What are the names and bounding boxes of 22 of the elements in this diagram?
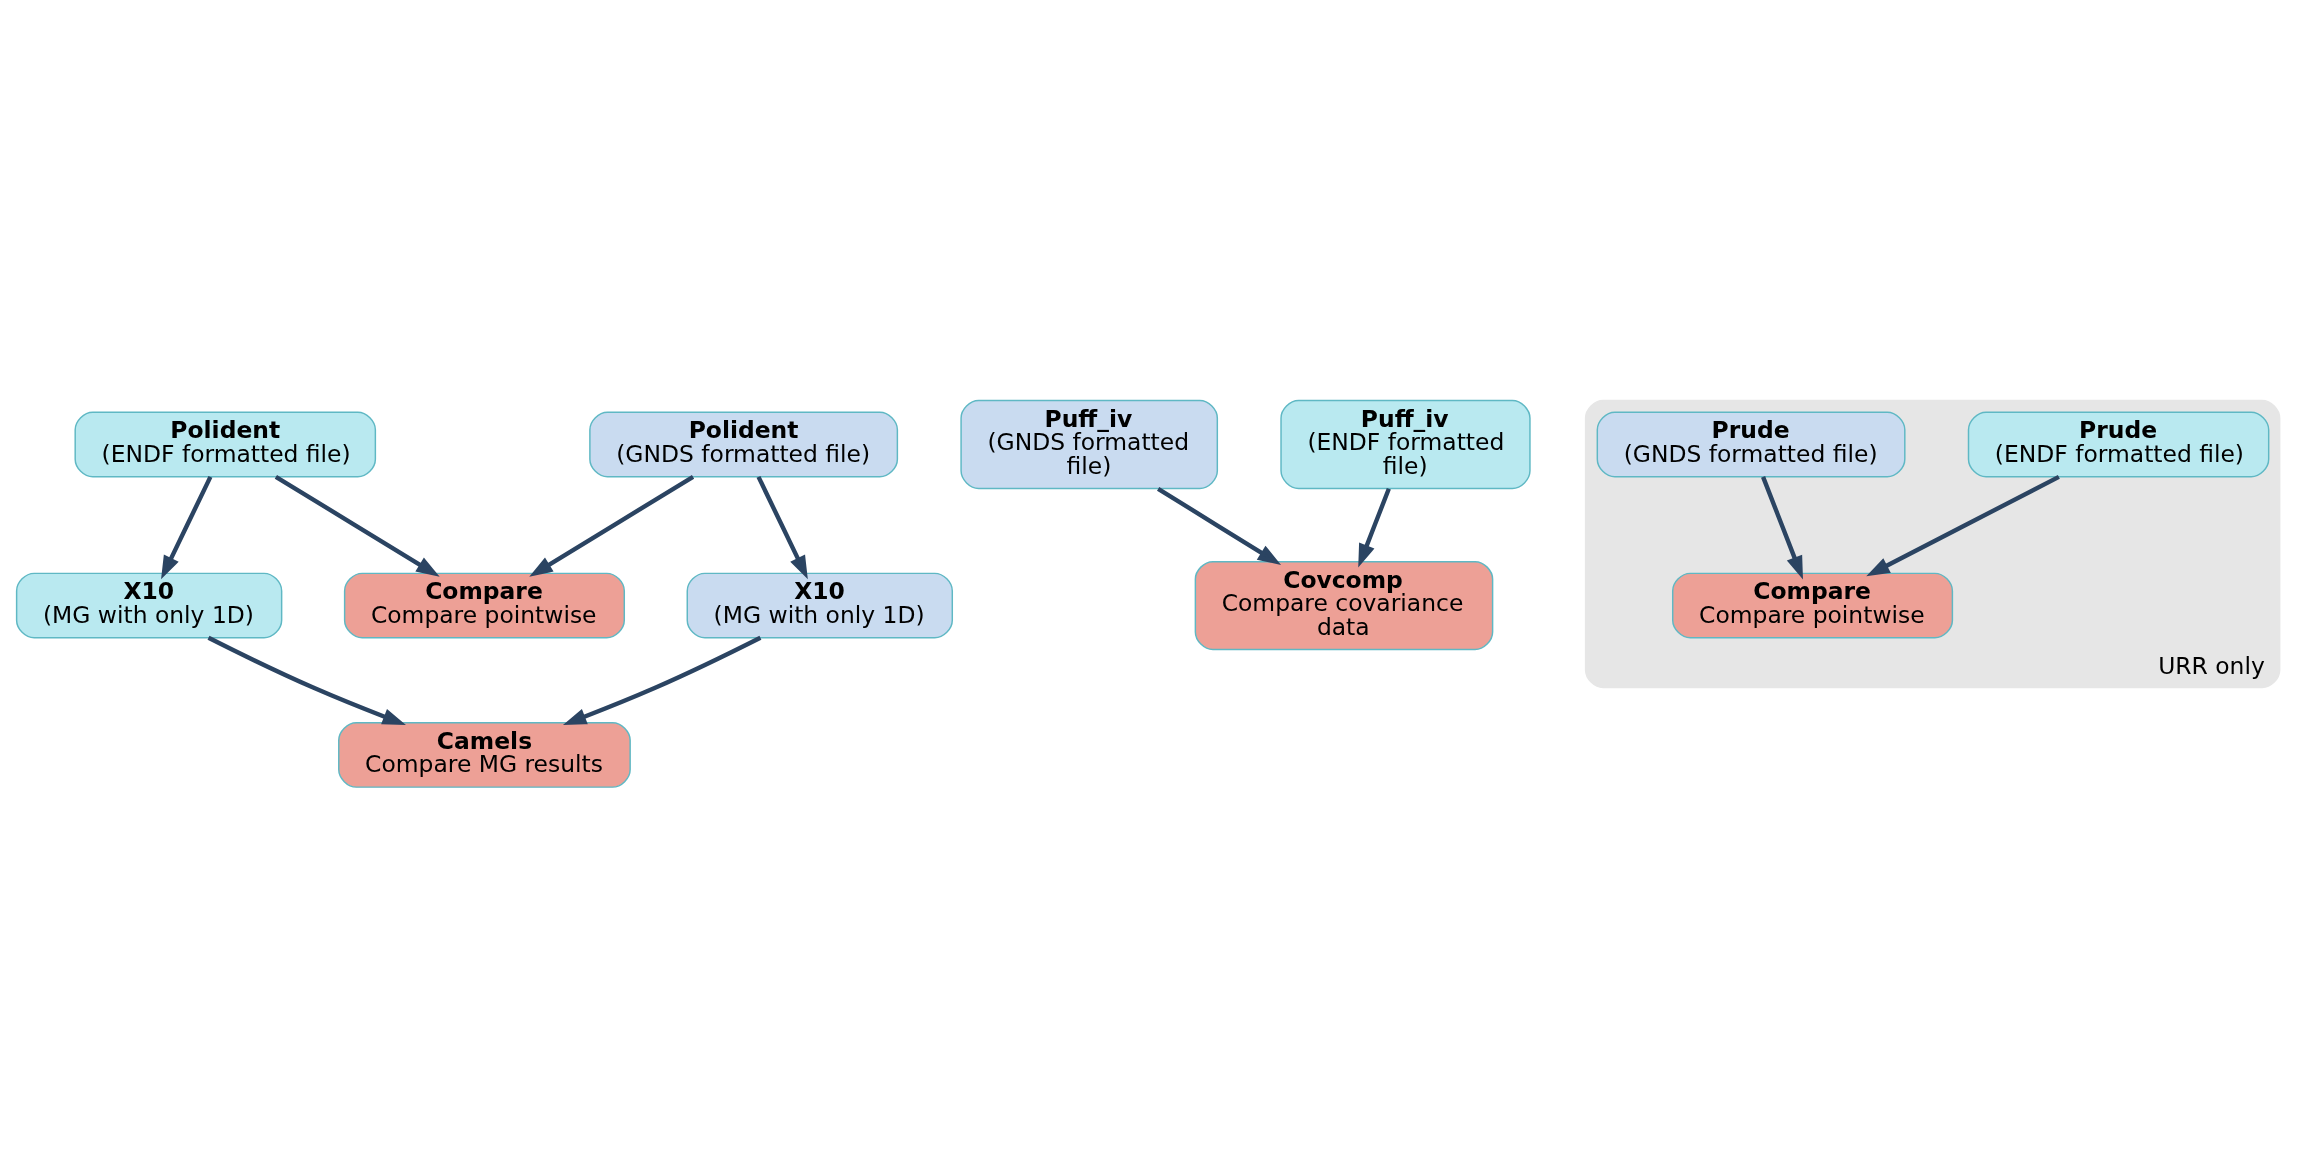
node-box: Camels Compare MG results xyxy=(338,721,631,788)
arrow xyxy=(529,474,695,577)
arrow xyxy=(756,475,808,579)
arrow xyxy=(274,474,440,577)
node-box: Compare Compare pointwise xyxy=(343,572,625,638)
arrow xyxy=(562,635,762,725)
arrow xyxy=(207,635,406,725)
node-box: Covcomp Compare covariance data xyxy=(1194,560,1494,650)
arrow xyxy=(1157,486,1282,565)
node-box: Prude (ENDF formatted file) xyxy=(1967,411,2270,477)
node-box: X10 (MG with only 1D) xyxy=(15,572,283,638)
node-box: Polident (ENDF formatted file) xyxy=(74,411,377,477)
node-box: Prude (GNDS formatted file) xyxy=(1596,411,1906,477)
arrow xyxy=(161,475,213,579)
arrow xyxy=(1866,474,2060,576)
node-box: Puff_iv (GNDS formatted file) xyxy=(960,399,1219,489)
node-box: Polident (GNDS formatted file) xyxy=(589,411,899,477)
node-box: Puff_iv (ENDF formatted file) xyxy=(1280,399,1531,489)
arrow xyxy=(1761,475,1803,579)
node-box: X10 (MG with only 1D) xyxy=(686,572,953,638)
node-box: Compare Compare pointwise xyxy=(1672,572,1954,638)
arrow xyxy=(1358,487,1391,567)
